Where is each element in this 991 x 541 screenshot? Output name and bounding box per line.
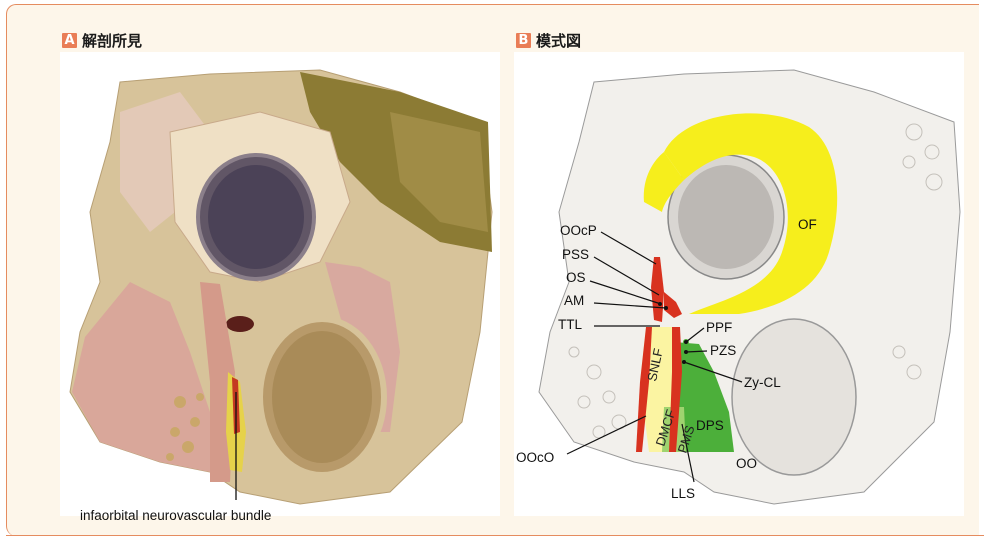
label-os: OS	[566, 270, 586, 285]
label-ppf: PPF	[706, 320, 732, 335]
label-of: OF	[798, 217, 817, 232]
label-lls: LLS	[671, 486, 695, 501]
schematic-diagram: OOcP PSS OS AM TTL OF PPF PZS Zy-CL SNLF…	[514, 52, 964, 516]
label-oocp: OOcP	[560, 223, 597, 238]
frame-bottom-rule	[6, 535, 984, 536]
panel-b-badge: B	[516, 33, 531, 48]
anatomy-section-image	[60, 52, 500, 516]
label-oocO: OOcO	[516, 450, 554, 465]
neurovascular-bundle-caption: infaorbital neurovascular bundle	[80, 508, 271, 523]
schematic-diagram-panel: OOcP PSS OS AM TTL OF PPF PZS Zy-CL SNLF…	[514, 52, 964, 516]
label-dps: DPS	[696, 418, 724, 433]
label-zy-cl: Zy-CL	[744, 375, 781, 390]
panel-a-badge: A	[62, 33, 77, 48]
label-pzs: PZS	[710, 343, 736, 358]
anatomy-photo-panel	[60, 52, 500, 516]
label-oo: OO	[736, 456, 757, 471]
panel-b-title: B 模式図	[516, 30, 581, 51]
label-am: AM	[564, 293, 584, 308]
panel-a-label: 解剖所見	[82, 30, 142, 51]
panel-b-label: 模式図	[536, 30, 581, 51]
label-ttl: TTL	[558, 317, 582, 332]
panel-a-title: A 解剖所見	[62, 30, 142, 51]
label-pss: PSS	[562, 247, 589, 262]
